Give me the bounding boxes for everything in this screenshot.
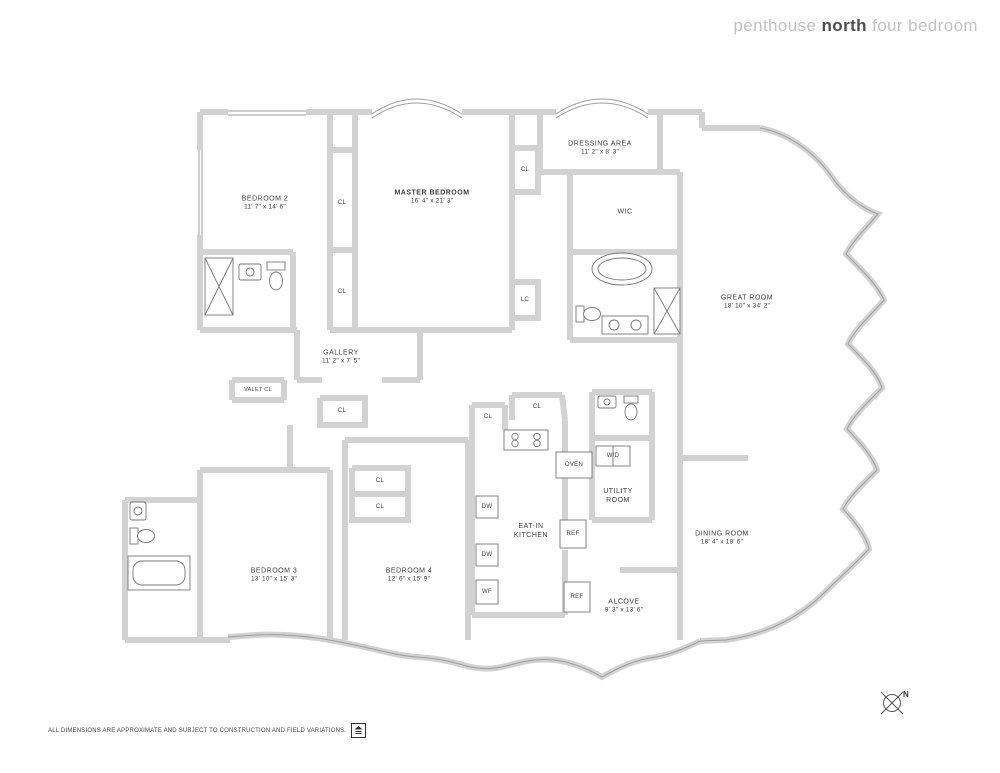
room-label-dining-room: DINING ROOM 18' 4" x 19' 6": [695, 531, 749, 546]
shower-fixture: [204, 257, 234, 316]
wine-fridge-fixture: [475, 579, 499, 605]
toilet-fixture: [575, 305, 601, 323]
bathtub-fixture: [127, 555, 191, 591]
room-name: GREAT ROOM: [720, 294, 774, 302]
room-name: ALCOVE: [608, 598, 640, 606]
room-dims: 11' 2" x 8' 3": [581, 148, 619, 156]
room-label-bedroom3: BEDROOM 3 13' 10" x 15' 3": [251, 568, 298, 583]
refrigerator-label: REF: [570, 594, 584, 600]
closet-label: CL: [337, 289, 347, 295]
dishwasher-fixture: [475, 543, 499, 567]
room-label-master-bedroom: MASTER BEDROOM 16' 4" x 21' 3": [394, 190, 469, 205]
room-dims: 18' 10" x 34' 2": [723, 302, 771, 310]
refrigerator-fixture: [559, 519, 587, 549]
equal-housing-logo-icon: [351, 723, 367, 738]
room-name: GALLERY: [323, 349, 359, 357]
washer-dryer-label: W/D: [606, 453, 620, 459]
room-dims: 12' 6" x 15' 9": [387, 575, 431, 583]
room-dims: 16' 4" x 21' 3": [410, 197, 454, 205]
disclaimer-text: ALL DIMENSIONS ARE APPROXIMATE AND SUBJE…: [48, 727, 347, 734]
dishwasher-fixture: [475, 495, 499, 519]
closet-label: CL: [337, 408, 347, 414]
room-label-wic: WIC: [617, 209, 632, 216]
sink-fixture: [597, 395, 617, 409]
room-label-gallery: GALLERY 11' 2" x 7' 5": [322, 350, 360, 365]
window-gaps: [196, 108, 306, 235]
room-label-eat-in-kitchen: EAT-IN KITCHEN: [506, 522, 556, 540]
closet-label: CL: [337, 200, 347, 206]
room-name: EAT-IN KITCHEN: [513, 522, 549, 539]
room-label-alcove: ALCOVE 9' 3" x 13' 6": [605, 599, 643, 614]
room-name: MASTER BEDROOM: [394, 189, 470, 197]
closet-label: CL: [375, 478, 385, 484]
room-name: DINING ROOM: [695, 530, 749, 538]
windows: [198, 98, 885, 678]
linen-closet-label: LC: [520, 297, 530, 303]
refrigerator-fixture: [563, 581, 591, 613]
room-name: BEDROOM 4: [385, 567, 433, 575]
fixtures: [127, 252, 681, 613]
title-four-bedroom: four bedroom: [872, 16, 978, 35]
oven-fixture: [555, 451, 593, 479]
room-dims: 11' 7" x 14' 6": [244, 203, 286, 211]
range-island-fixture: [503, 429, 549, 451]
shower-fixture: [653, 287, 681, 335]
room-dims: 18' 4" x 19' 6": [700, 538, 744, 546]
compass-icon: N: [880, 690, 909, 715]
washer-dryer-fixture: [595, 445, 631, 467]
footer: ALL DIMENSIONS ARE APPROXIMATE AND SUBJE…: [48, 723, 367, 738]
walls: [122, 109, 888, 681]
room-label-dressing-area: DRESSING AREA 11' 2" x 8' 3": [568, 141, 632, 156]
room-label-bedroom2: BEDROOM 2 11' 7" x 14' 6": [242, 196, 289, 211]
sink-fixture: [238, 263, 262, 281]
room-dims: 11' 2" x 7' 5": [322, 357, 360, 365]
valet-closet-label: VALET CL: [244, 387, 272, 393]
closet-label: CL: [532, 404, 542, 410]
bathtub-fixture: [591, 252, 653, 286]
wine-fridge-label: WF: [482, 589, 492, 595]
toilet-fixture: [266, 261, 286, 291]
dishwasher-label: DW: [481, 552, 493, 558]
room-label-utility-room: UTILITY ROOM: [598, 487, 638, 505]
title-north: north: [821, 16, 867, 35]
closet-label: CL: [375, 504, 385, 510]
room-name: BEDROOM 3: [250, 567, 298, 575]
toilet-fixture: [129, 527, 155, 545]
room-dims: 9' 3" x 13' 6": [604, 606, 644, 614]
closet-label: CL: [520, 167, 530, 173]
dishwasher-label: DW: [481, 504, 493, 510]
title-penthouse: penthouse: [733, 16, 817, 35]
room-name: WIC: [617, 208, 633, 216]
closet-label: CL: [483, 414, 493, 420]
room-label-great-room: GREAT ROOM 18' 10" x 34' 2": [721, 295, 773, 310]
oven-label: OVEN: [564, 462, 584, 468]
compass-north-label: N: [903, 690, 909, 699]
toilet-fixture: [623, 395, 639, 421]
room-label-bedroom4: BEDROOM 4 12' 6" x 15' 9": [386, 568, 433, 583]
room-name: UTILITY ROOM: [603, 487, 633, 504]
refrigerator-label: REF: [566, 531, 580, 537]
room-name: DRESSING AREA: [568, 140, 632, 148]
room-name: BEDROOM 2: [241, 195, 289, 203]
room-dims: 13' 10" x 15' 3": [250, 575, 298, 583]
sink-fixture: [129, 501, 147, 521]
page-title: penthouse north four bedroom: [733, 16, 978, 36]
double-vanity-fixture: [601, 315, 649, 335]
